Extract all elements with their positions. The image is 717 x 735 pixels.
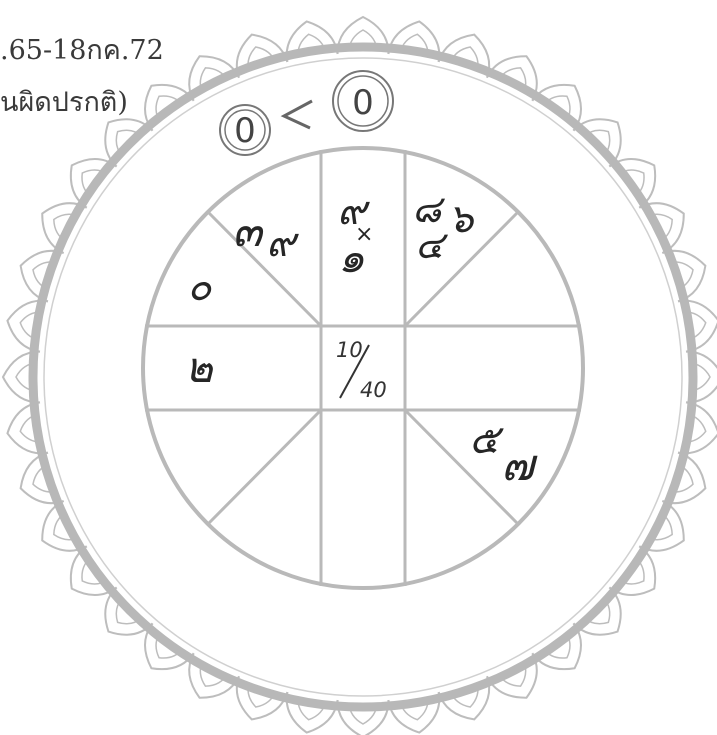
circled-zero-right: 0	[352, 83, 374, 123]
glyph-bottom-right-lower: ๗	[501, 440, 538, 491]
glyph-bottom-right-upper: ๕	[469, 417, 504, 463]
glyph-top-middle-lower: ๑	[338, 233, 365, 282]
glyph-top-right-mid: ๖	[448, 196, 475, 242]
center-numerator: 10	[336, 338, 363, 362]
center-denominator: 40	[360, 378, 387, 402]
date-range-text: .65-18กค.72	[0, 28, 164, 71]
note-text: ันผิดปรกติ)	[0, 80, 128, 123]
glyph-left-middle: ๒	[185, 343, 213, 392]
circled-zero-left: 0	[234, 111, 256, 151]
glyph-top-right-lower: ๔	[415, 223, 448, 267]
glyph-top-left-upper: ๓	[232, 206, 265, 257]
glyph-left-upper: ๐	[187, 264, 213, 310]
glyph-top-left-lower: ๙	[266, 220, 299, 266]
